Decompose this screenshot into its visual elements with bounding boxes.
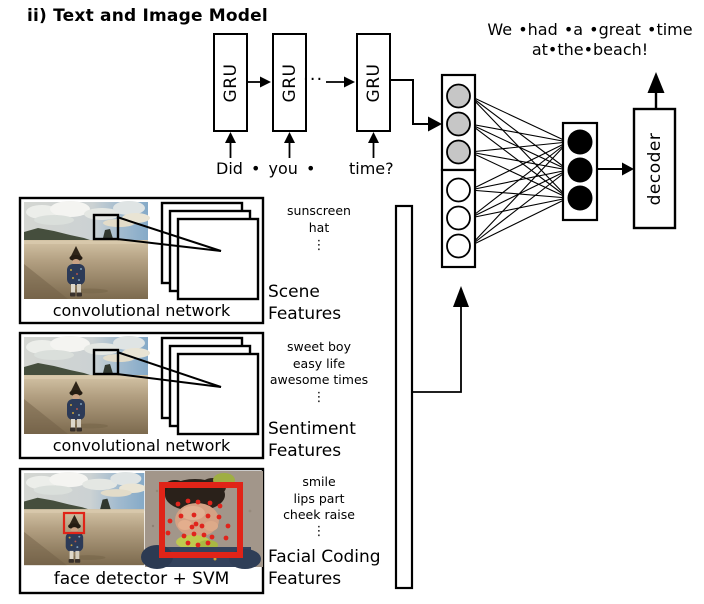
feature-line: Features — [268, 304, 342, 324]
gru-label-1: GRU — [220, 63, 241, 102]
gru-box-1 — [213, 33, 248, 132]
image-feature-column — [394, 204, 469, 590]
text-feature-units — [440, 73, 477, 172]
facial-caption: face detector + SVM — [53, 569, 230, 589]
keyword: sweet boy — [287, 339, 351, 354]
keyword: lips part — [293, 490, 345, 506]
sentiment-more-icon: ⋮ — [312, 390, 326, 405]
arrow-right-icon — [428, 116, 442, 132]
figure-title: ii) Text and Image Model — [27, 6, 268, 26]
receptive-field-box — [92, 348, 120, 376]
gru-arrows — [225, 76, 442, 158]
sentiment-panel — [18, 331, 265, 460]
scene-more-icon: ⋮ — [312, 238, 326, 253]
black-node — [567, 185, 593, 211]
decoder-box — [632, 107, 677, 230]
feature-line: Sentiment — [268, 419, 356, 439]
feature-line: Scene — [268, 282, 320, 302]
arrow-up-icon — [453, 286, 469, 307]
facial-more-icon: ⋮ — [312, 524, 326, 539]
beach-photo — [24, 201, 150, 299]
black-node — [567, 157, 593, 183]
decoder-label: decoder — [644, 132, 665, 205]
arrow-right-icon — [260, 76, 271, 88]
keyword: awesome times — [269, 372, 369, 387]
arrow-right-icon — [622, 162, 634, 176]
scene-panel — [18, 196, 265, 325]
decoder-block — [597, 72, 677, 230]
output-line-1: We •had •a •great •time — [487, 20, 693, 39]
gru-box-3 — [356, 33, 391, 132]
gru-label-2: GRU — [279, 63, 300, 102]
arrow-right-icon — [344, 76, 355, 88]
feature-line: Facial Coding — [268, 547, 381, 567]
feature-map — [176, 352, 260, 436]
face-detection-box — [62, 511, 86, 535]
arrow-up-icon — [647, 72, 665, 93]
white-node — [446, 205, 471, 231]
white-node — [446, 233, 471, 259]
image-feature-units — [440, 168, 477, 269]
facial-panel — [18, 467, 265, 595]
keyword: hat — [308, 219, 330, 235]
scene-caption: convolutional network — [52, 301, 231, 320]
arrow-up-icon — [284, 132, 295, 143]
fusion-connections — [469, 95, 569, 247]
face-detection-box — [159, 482, 243, 558]
face-closeup-photo — [141, 471, 263, 569]
feature-map — [176, 217, 260, 301]
arrow-up-icon — [225, 132, 236, 143]
feature-line: Features — [268, 441, 342, 461]
gray-node — [446, 83, 471, 109]
output-line-2: at•the•beach! — [531, 40, 649, 59]
keyword: smile — [302, 474, 336, 489]
white-node — [446, 177, 471, 203]
gray-node — [446, 111, 471, 137]
feature-line: Features — [268, 569, 342, 589]
beach-photo — [24, 472, 147, 566]
hidden-units — [561, 121, 599, 222]
keyword: sunscreen — [287, 203, 351, 218]
gru-ellipsis: ... — [303, 64, 324, 85]
keyword: easy life — [292, 355, 346, 371]
gray-node — [446, 139, 471, 165]
receptive-field-box — [92, 213, 120, 241]
input-words-right: time? — [349, 159, 394, 178]
feature-vector-bar — [394, 204, 414, 590]
arrow-up-icon — [368, 132, 379, 143]
gru-label-3: GRU — [363, 63, 384, 102]
beach-photo — [24, 336, 150, 434]
facial-landmark-dots — [165, 498, 231, 548]
black-node — [567, 129, 593, 155]
gru-box-2 — [272, 33, 307, 132]
gru-chain — [213, 33, 391, 132]
sentiment-caption: convolutional network — [52, 436, 231, 455]
keyword: cheek raise — [283, 507, 355, 522]
input-words-left: Did • you • — [216, 159, 316, 178]
